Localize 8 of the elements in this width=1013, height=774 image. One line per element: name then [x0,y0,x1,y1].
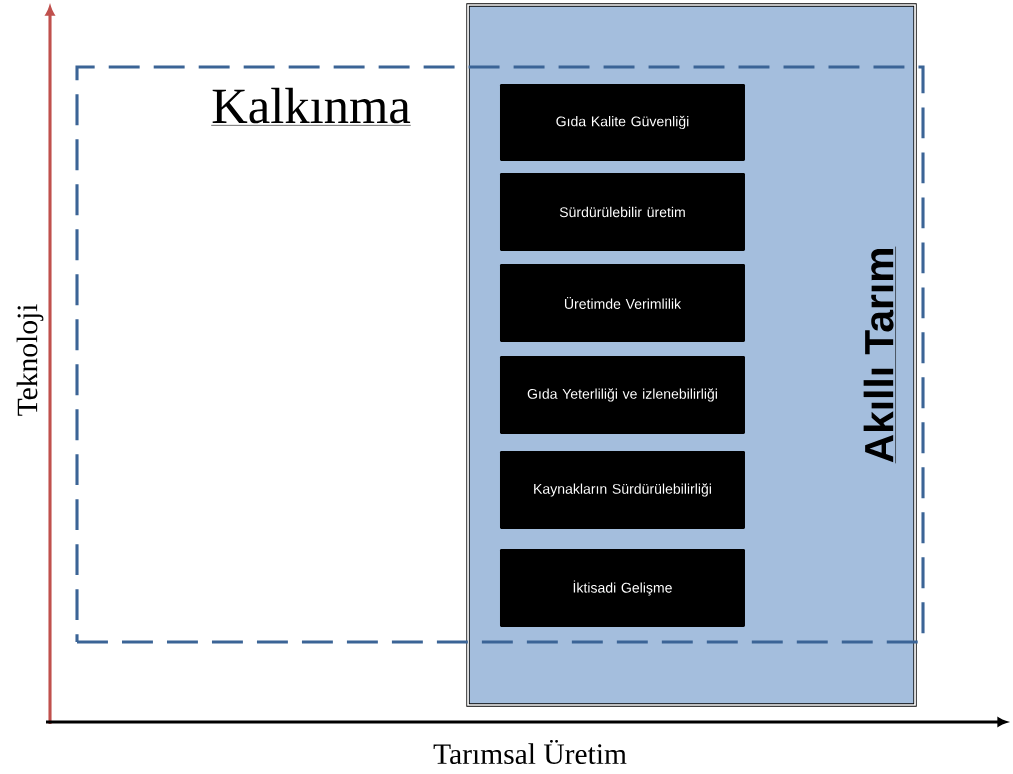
axis-label: Tarımsal Üretim [433,739,627,765]
topic-box: İktisadi Gelişme [500,549,745,627]
topic-box: Gıda Kalite Güvenliği [500,83,745,161]
topic-box: Kaynakların Sürdürülebilirliği [500,451,745,529]
topic-box: Üretimde Verimlilik [500,264,745,342]
topic-box: Sürdürülebilir üretim [500,173,745,251]
topic-box: Gıda Yeterliliği ve izlenebilirliği [500,356,745,434]
axis-label: Teknoloji [16,304,44,416]
